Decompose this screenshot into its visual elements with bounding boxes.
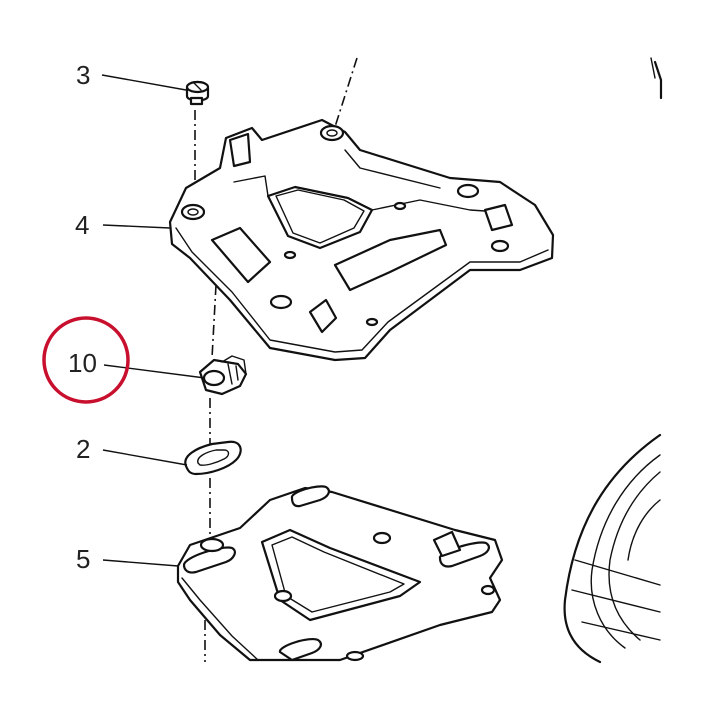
part-10-clip (198, 355, 248, 396)
callout-2: 2 (76, 434, 90, 464)
callout-4: 4 (75, 210, 89, 240)
assembly-axis-lines (194, 57, 358, 662)
part-2-washer (184, 440, 242, 476)
part-5-lower-plate (176, 485, 504, 662)
cropped-part-bottom-right (563, 433, 662, 664)
part-4-upper-plate (168, 118, 555, 362)
cropped-part-top-right (650, 57, 663, 100)
part-3-screw (185, 80, 210, 106)
callout-3: 3 (76, 60, 90, 90)
callout-5: 5 (76, 544, 90, 574)
callout-10: 10 (68, 348, 97, 378)
leader-lines (101, 74, 206, 567)
highlight-circle (42, 316, 130, 404)
